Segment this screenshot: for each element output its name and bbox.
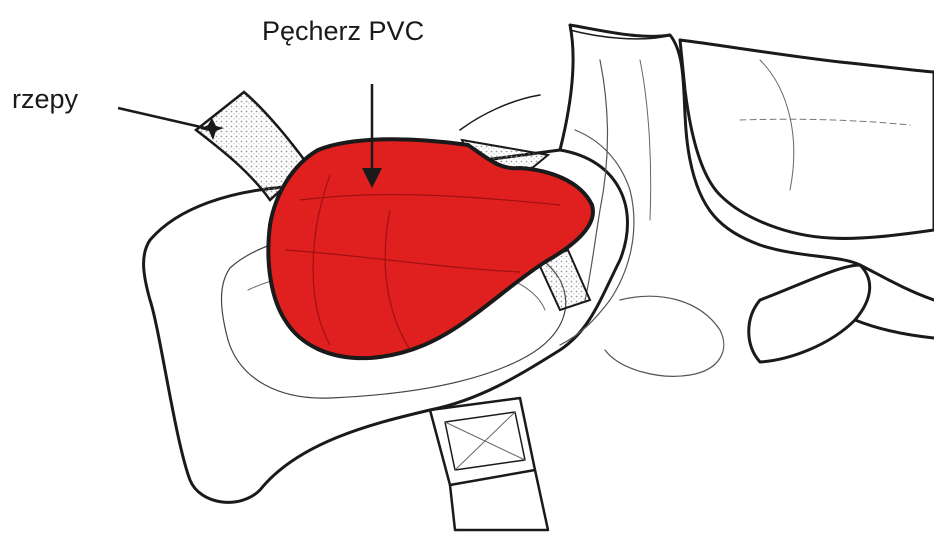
- orthosis-outline: [144, 25, 934, 530]
- pvc-bladder-shape: [268, 139, 593, 358]
- arrow-rzepy-line: [118, 108, 205, 128]
- label-pvc-bladder: Pęcherz PVC: [262, 16, 424, 47]
- label-rzepy: rzepy: [12, 84, 78, 115]
